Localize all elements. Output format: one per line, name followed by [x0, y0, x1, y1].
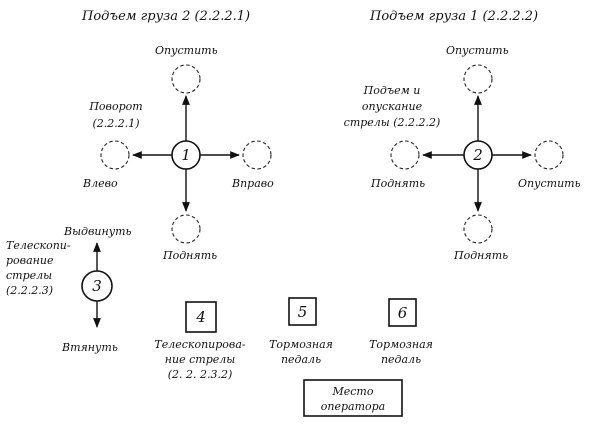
control2-handle: [463, 140, 493, 170]
control3-number: 3: [92, 277, 102, 295]
header-load1: Подъем груза 1 (2.2.2.2): [369, 9, 538, 24]
operator-label-line1: Место: [332, 385, 374, 398]
box4-caption-line3: (2. 2. 2.3.2): [168, 368, 233, 381]
control3-label-up: Выдвинуть: [63, 225, 132, 238]
box6-frame: [388, 298, 417, 327]
control1-label-right: Вправо: [231, 177, 274, 190]
box6-caption-line2: педаль: [381, 353, 421, 366]
box4-caption-line2: ние стрелы: [165, 353, 235, 366]
control3-note-line1: Телескопи-: [6, 239, 71, 252]
control2-number: 2: [472, 146, 483, 164]
control2-note-line1: Подъем и: [363, 84, 421, 97]
control2-label-up: Опустить: [446, 44, 509, 57]
box6-number: 6: [398, 304, 408, 322]
control1-right-position: [242, 140, 272, 170]
box5-caption-line2: педаль: [281, 353, 321, 366]
control2-label-left: Поднять: [370, 177, 425, 190]
control1-handle: [171, 140, 201, 170]
header-load2: Подъем груза 2 (2.2.2.1): [81, 9, 250, 24]
box-5: 5 Тормозная педаль: [269, 297, 333, 366]
box5-caption-line1: Тормозная: [269, 338, 333, 351]
control1-down-position: [171, 214, 201, 244]
control2-up-position: [463, 64, 493, 94]
control1-note-line1: Поворот: [88, 100, 142, 113]
operator-place: Место оператора: [303, 379, 403, 417]
control3-handle: [81, 270, 113, 302]
control3-note-line3: стрелы: [6, 269, 52, 282]
box4-frame: [185, 301, 217, 333]
control-1: 1 Опустить Влево Вправо Поднять Поворот …: [82, 44, 274, 262]
control2-note-line2: опускание: [362, 100, 423, 113]
control2-label-down: Поднять: [453, 249, 508, 262]
box5-frame: [288, 297, 317, 326]
control1-number: 1: [181, 146, 191, 164]
operator-frame: [303, 379, 403, 417]
control-2: 2 Опустить Поднять Опустить Поднять Подъ…: [344, 44, 581, 262]
box-4: 4 Телескопирова- ние стрелы (2. 2. 2.3.2…: [154, 301, 246, 381]
box6-caption-line1: Тормозная: [369, 338, 433, 351]
control1-label-up: Опустить: [155, 44, 218, 57]
control1-label-down: Поднять: [162, 249, 217, 262]
control1-note-line2: (2.2.2.1): [92, 117, 139, 130]
control3-label-down: Втянуть: [61, 341, 118, 354]
control2-left-position: [390, 140, 420, 170]
control2-note-line3: стрелы (2.2.2.2): [344, 116, 441, 129]
box4-caption-line1: Телескопирова-: [154, 338, 246, 351]
box-6: 6 Тормозная педаль: [369, 298, 433, 366]
control3-note-line4: (2.2.2.3): [6, 284, 53, 297]
control1-label-left: Влево: [82, 177, 118, 190]
control3-note-line2: рование: [6, 254, 54, 267]
operator-label-line2: оператора: [321, 400, 385, 413]
control1-up-position: [171, 64, 201, 94]
box5-number: 5: [298, 303, 308, 321]
box4-number: 4: [195, 308, 206, 326]
control-3: 3 Выдвинуть Втянуть Телескопи- рование с…: [6, 225, 132, 354]
control1-left-position: [100, 140, 130, 170]
control2-right-position: [534, 140, 564, 170]
control2-down-position: [463, 214, 493, 244]
control2-label-right: Опустить: [518, 177, 581, 190]
